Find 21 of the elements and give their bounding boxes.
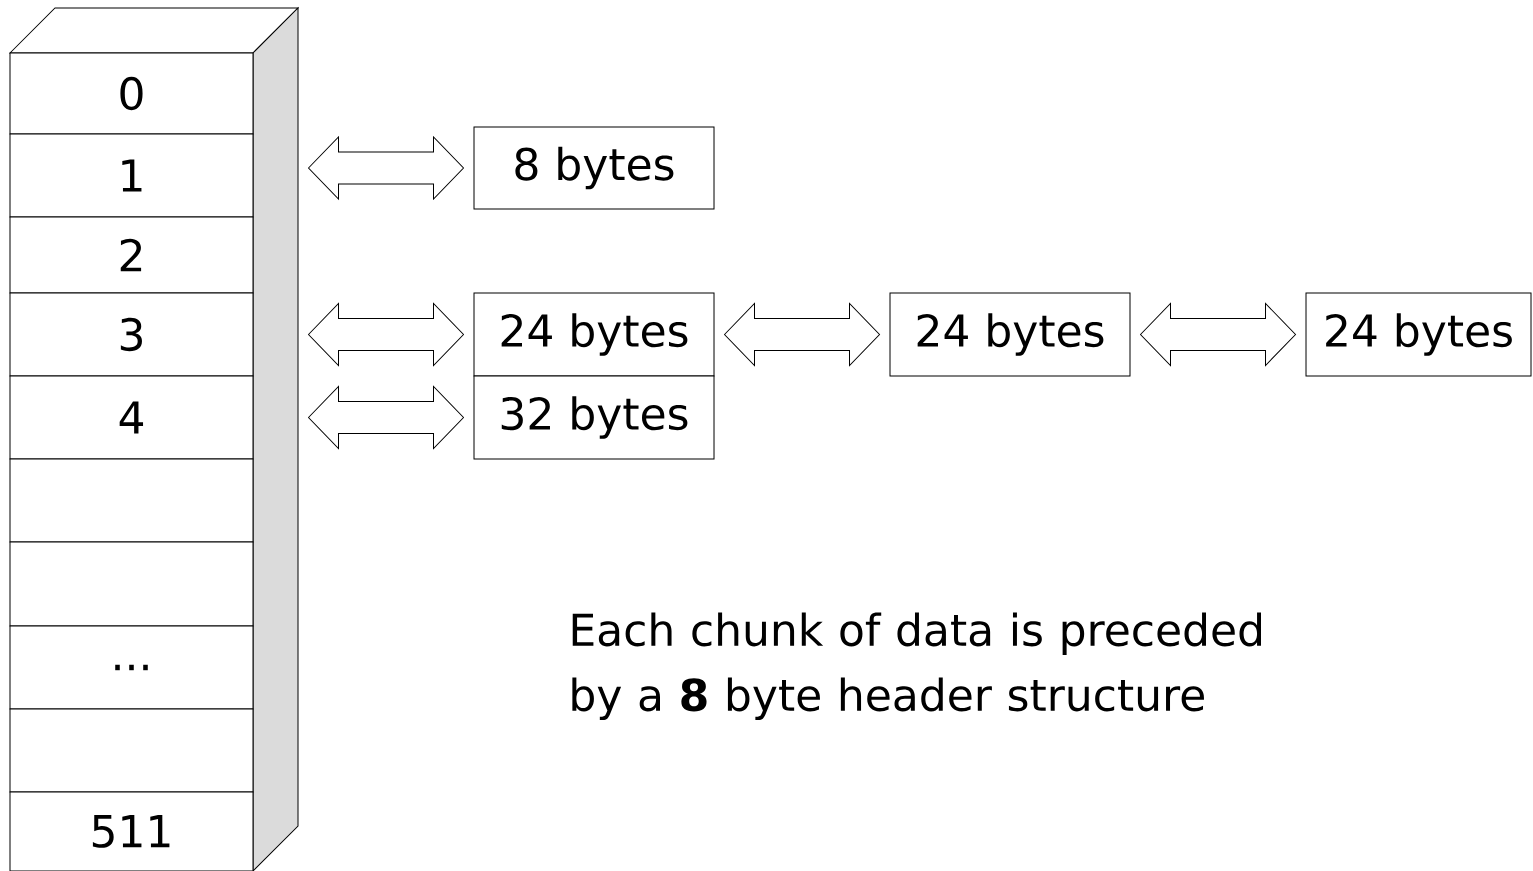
data-block: 32 bytes [473,375,715,460]
memory-cell: 1 [9,133,254,218]
memory-cell: ... [9,625,254,710]
memory-cell: 3 [9,292,254,377]
double-arrow [1140,303,1296,366]
memory-cell [9,541,254,627]
memory-cell [9,708,254,793]
data-block: 24 bytes [1305,292,1532,377]
data-block: 24 bytes [889,292,1131,377]
memory-cell: 511 [9,791,254,871]
memory-cell: 2 [9,216,254,294]
data-block: 8 bytes [473,126,715,210]
memory-cell: 4 [9,375,254,460]
double-arrow [308,386,464,449]
note-text: Each chunk of data is preceded by a 8 byte header structure [572,612,1261,720]
double-arrow [308,136,464,200]
double-arrow [308,303,464,366]
data-block: 24 bytes [473,292,715,377]
memory-cell [9,458,254,543]
memory-cell: 0 [9,52,254,135]
double-arrow [724,303,880,366]
